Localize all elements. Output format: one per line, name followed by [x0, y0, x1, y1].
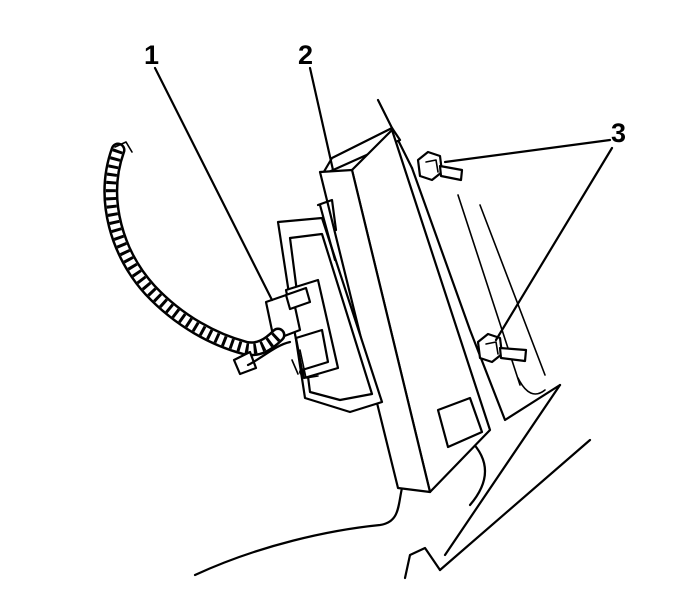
callout-label-1: 1 — [144, 40, 160, 70]
wiring-harness — [103, 141, 292, 376]
mounting-bolt-lower — [476, 332, 528, 364]
wiring-connector — [264, 278, 340, 380]
callout-label-2: 2 — [298, 40, 314, 70]
mounting-bolt-upper — [416, 150, 464, 182]
callout-label-3: 3 — [611, 118, 627, 148]
callout-leaders — [153, 66, 614, 342]
vehicle-body-panel — [193, 98, 592, 580]
